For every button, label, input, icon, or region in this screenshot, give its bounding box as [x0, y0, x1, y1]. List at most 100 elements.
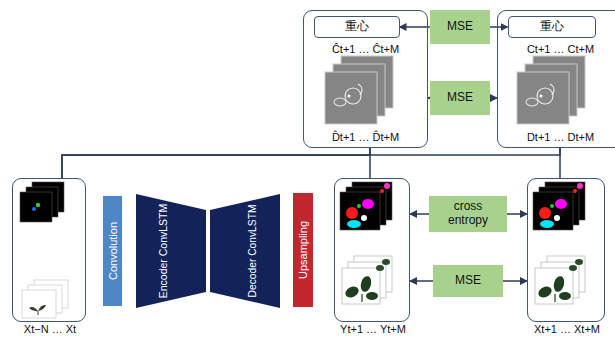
- predicted-mask-stack: [384, 183, 390, 189]
- decoder-block: Decoder ConvLSTM: [210, 194, 280, 308]
- depth-image-stack: [333, 64, 385, 116]
- series-label: Ct+1 … Ct+M: [498, 43, 615, 55]
- loss-box: MSE: [430, 10, 490, 44]
- centroid-box: 重心: [508, 16, 596, 38]
- loss-label: MSE: [444, 20, 476, 34]
- depth-image-stack: [525, 64, 577, 116]
- connector: [490, 26, 508, 28]
- target-panel: Ct+1 … Ct+M Dt+1 … Dt+M 重心: [497, 10, 615, 148]
- depth-image-stack: [517, 72, 569, 124]
- trapezoid-shape: [210, 194, 280, 308]
- loss-label: MSE: [452, 274, 484, 288]
- target-plant-stack: [537, 285, 554, 300]
- predicted-plant-stack: [348, 262, 386, 298]
- predicted-mask-stack: [347, 220, 361, 228]
- target-plant-stack: [575, 259, 583, 265]
- series-label: D̂t+1 … D̂t+M: [304, 131, 427, 143]
- target-mask-stack: [539, 207, 551, 219]
- depth-image-stack: [341, 56, 393, 108]
- input-panel: Xt−N … Xt: [12, 178, 86, 322]
- depth-image-stack: [325, 56, 393, 124]
- encoder-block: Encoder ConvLSTM: [136, 194, 206, 308]
- depth-image-stack: [537, 88, 553, 104]
- predicted-mask-stack: [340, 182, 392, 230]
- connector: [369, 148, 371, 178]
- depth-image-stack: [358, 84, 362, 95]
- series-label: Dt+1 … Dt+M: [498, 131, 615, 143]
- target-mask-stack: [550, 204, 554, 208]
- connector: [410, 280, 433, 282]
- input-mask-stack: [20, 182, 64, 222]
- target-plant-stack: [554, 294, 555, 302]
- connector: [62, 148, 370, 178]
- target-mask-stack: [577, 183, 583, 189]
- target-mask-stack: [555, 199, 567, 209]
- series-label: Xt+1 … Xt+M: [508, 323, 615, 335]
- predicted-plant-stack: [344, 285, 361, 300]
- connector: [507, 213, 527, 215]
- predicted-mask-stack: [357, 204, 361, 208]
- block-label: Convolution: [107, 222, 118, 280]
- loss-box: MSE: [430, 81, 490, 115]
- loss-box: MSE: [433, 265, 503, 297]
- depth-image-stack: [533, 56, 585, 108]
- input-plant-stack: [29, 305, 46, 311]
- predicted-mask-stack: [340, 192, 380, 230]
- predicted-mask-stack: [346, 187, 386, 225]
- trapezoid-shape: [210, 194, 280, 308]
- prediction-panel: Ĉt+1 … Ĉt+MD̂t+1 … D̂t+M重心: [303, 10, 428, 148]
- output-panel: Yt+1 … Yt+M: [334, 178, 410, 322]
- target-mask-stack: [533, 192, 573, 230]
- trapezoid-shape: [136, 194, 206, 308]
- centroid-label: 重心: [537, 20, 567, 34]
- loss-label: cross entropy: [429, 200, 507, 228]
- target-plant-stack: [559, 292, 571, 300]
- connector: [410, 213, 429, 215]
- target-panel: Xt+1 … Xt+M: [527, 178, 605, 322]
- depth-image-stack: [539, 94, 542, 97]
- centroid-box: 重心: [314, 16, 400, 38]
- input-plant-stack: [22, 290, 56, 318]
- predicted-plant-stack: [382, 259, 390, 265]
- input-mask-stack: [32, 207, 36, 211]
- block-label: Encoder ConvLSTM: [157, 204, 168, 299]
- predicted-mask-stack: [352, 182, 392, 220]
- predicted-mask-stack: [362, 199, 374, 209]
- depth-image-stack: [345, 88, 361, 104]
- block-label: Upsampling: [298, 221, 309, 279]
- connector: [400, 26, 431, 28]
- depth-image-stack: [325, 72, 377, 124]
- predicted-plant-stack: [366, 292, 378, 300]
- target-mask-stack: [573, 189, 577, 193]
- input-plant-stack: [28, 285, 62, 313]
- predicted-plant-stack: [361, 294, 362, 302]
- target-plant-stack: [552, 275, 566, 293]
- loss-label: MSE: [444, 91, 476, 105]
- connector: [490, 97, 497, 99]
- target-mask-stack: [540, 220, 554, 228]
- target-mask-stack: [539, 187, 579, 225]
- input-mask-stack: [32, 182, 64, 212]
- depth-image-stack: [334, 98, 346, 106]
- trapezoid-shape: [136, 194, 206, 308]
- connector: [503, 280, 527, 282]
- loss-box: cross entropy: [429, 196, 507, 232]
- input-mask-stack: [20, 192, 52, 222]
- target-plant-stack: [541, 262, 579, 298]
- convolution-bar: Convolution: [103, 196, 122, 306]
- input-mask-stack: [26, 187, 58, 217]
- depth-image-stack: [550, 84, 554, 95]
- input-plant-stack: [22, 280, 68, 318]
- depth-image-stack: [347, 94, 350, 97]
- target-plant-stack: [535, 268, 573, 304]
- target-plant-stack: [547, 256, 585, 292]
- predicted-mask-stack: [346, 207, 358, 219]
- series-label: Yt+1 … Yt+M: [315, 323, 431, 335]
- input-plant-stack: [38, 311, 39, 315]
- predicted-plant-stack: [342, 256, 392, 304]
- upsampling-bar: Upsampling: [293, 193, 313, 307]
- block-label: Decoder ConvLSTM: [248, 205, 258, 298]
- depth-image-stack: [517, 56, 585, 124]
- connector: [62, 148, 560, 178]
